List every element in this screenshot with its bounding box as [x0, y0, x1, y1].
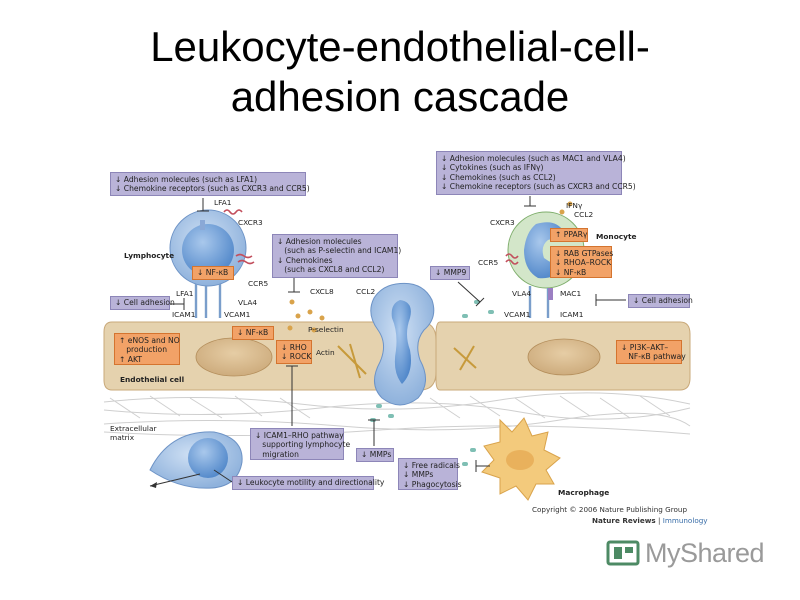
- label-vcam1-left: VCAM1: [224, 310, 251, 319]
- mac1-marker: [548, 288, 553, 300]
- journal-name: Nature Reviews: [592, 516, 656, 525]
- monocyte-stalks: [528, 286, 550, 318]
- label-macrophage: Macrophage: [558, 488, 610, 497]
- label-lfa1-low: LFA1: [176, 289, 194, 298]
- watermark-text: MyShared: [645, 538, 765, 568]
- label-ccr5-left: CCR5: [248, 279, 269, 288]
- cell-adhesion-left-box: ↓ Cell adhesion: [110, 296, 175, 310]
- chemokine-dots: [287, 201, 573, 333]
- label-lfa1-top: LFA1: [214, 198, 232, 207]
- monocyte-receptors: [505, 253, 519, 265]
- pparg-box: ↑ PPARγ: [550, 228, 588, 242]
- lfa1-left-marker: [200, 220, 205, 230]
- label-icam1-right: ICAM1: [560, 310, 584, 319]
- motility-arrow: [149, 473, 201, 487]
- pi3k-akt-box: ↓ PI3K–AKT– NF-κB pathway: [616, 340, 686, 364]
- icam1-rho-box: ↓ ICAM1–RHO pathway supporting lymphocyt…: [250, 428, 350, 460]
- mmp9-box: ↓ MMP9: [430, 266, 470, 280]
- journal-separator: |: [655, 516, 663, 525]
- leukocyte-motility-box: ↓ Leukocyte motility and directionality: [232, 476, 384, 490]
- actin-filaments: [337, 343, 477, 379]
- label-p-selectin: P-selectin: [308, 325, 344, 334]
- endothelial-nucleus-right: [527, 338, 601, 376]
- transmigrating-nucleus: [391, 300, 411, 384]
- journal-section: Immunology: [662, 516, 708, 525]
- label-vla4-right: VLA4: [512, 289, 532, 298]
- journal-credit: Nature Reviews | Immunology: [592, 516, 708, 525]
- label-endothelial-cell: Endothelial cell: [120, 375, 185, 384]
- label-vcam1-right: VCAM1: [504, 310, 531, 319]
- lymphocyte-adhesion-box: ↓ Adhesion molecules (such as LFA1) ↓ Ch…: [110, 172, 310, 196]
- label-cxcr3-left: CXCR3: [238, 218, 263, 227]
- lymphocyte-nfkb-box: ↓ NF-κB: [192, 266, 234, 280]
- copyright-line: Copyright © 2006 Nature Publishing Group: [532, 505, 688, 514]
- rab-gtpases-box: ↓ RAB GTPases ↓ RHOA–ROCK ↓ NF-κB: [550, 246, 613, 278]
- label-lymphocyte: Lymphocyte: [124, 251, 175, 260]
- mmps-box: ↓ MMPs: [356, 448, 394, 462]
- endothelial-adhesion-box: ↓ Adhesion molecules (such as P-selectin…: [272, 234, 401, 278]
- label-cxcl8: CXCL8: [310, 287, 334, 296]
- slide-title-line1: Leukocyte-endothelial-cell-: [150, 23, 650, 70]
- free-radicals-box: ↓ Free radicals ↓ MMPs ↓ Phagocytosis: [398, 458, 462, 490]
- inhibition-lines: [168, 196, 626, 483]
- label-ccr5-right: CCR5: [478, 258, 499, 267]
- label-mac1: MAC1: [560, 289, 582, 298]
- label-actin: Actin: [316, 348, 335, 357]
- label-ccl2-mid: CCL2: [356, 287, 376, 296]
- rho-rock-box: ↓ RHO ↓ ROCK: [276, 340, 312, 364]
- myshared-logo-icon: [606, 540, 640, 566]
- migrating-nucleus: [188, 438, 228, 478]
- macrophage-nucleus: [506, 450, 534, 470]
- lymphocyte-stalks: [194, 284, 222, 318]
- cell-adhesion-right-box: ↓ Cell adhesion: [628, 294, 693, 308]
- label-extracellular-matrix: Extracellular matrix: [110, 424, 157, 442]
- endothelial-nfkb-box: ↓ NF-κB: [232, 326, 274, 340]
- label-ccl2-right: CCL2: [574, 210, 594, 219]
- label-monocyte: Monocyte: [596, 232, 637, 241]
- label-ifng: IFNγ: [566, 201, 583, 210]
- monocyte-adhesion-box: ↓ Adhesion molecules (such as MAC1 and V…: [436, 151, 636, 195]
- endothelial-nucleus-left: [195, 337, 273, 377]
- enos-box: ↑ eNOS and NO production ↑ AKT: [114, 333, 180, 365]
- label-vla4-left: VLA4: [238, 298, 258, 307]
- lymphocyte-receptors: [223, 209, 255, 265]
- label-cxcr3-right: CXCR3: [490, 218, 515, 227]
- lymphocyte-nucleus: [182, 224, 234, 276]
- slide-title-line2: adhesion cascade: [230, 73, 570, 120]
- label-icam1-left: ICAM1: [172, 310, 196, 319]
